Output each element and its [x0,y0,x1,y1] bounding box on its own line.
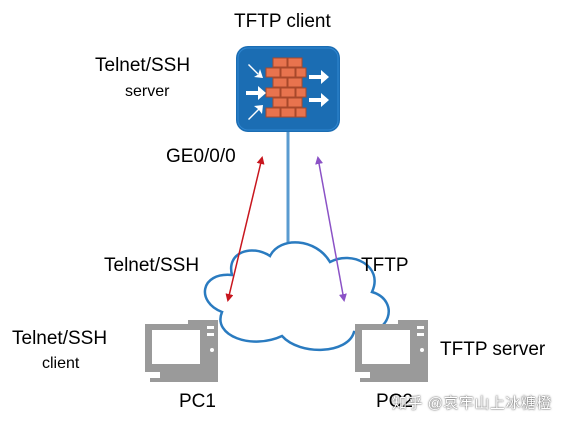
firewall-icon [236,46,340,132]
pc1-desktop-computer-icon [145,320,218,382]
telnet-ssh-arrow [225,156,265,302]
tftp-server-label: TFTP server [440,339,546,360]
interface-label: GE0/0/0 [166,146,236,167]
telnet-ssh-client-label-line2: client [42,355,80,372]
pc2-label: PC2 [376,391,413,412]
tftp-arrow [315,156,347,302]
tftp-link-label: TFTP [361,255,409,276]
telnet-ssh-client-label-line1: Telnet/SSH [12,328,108,349]
pc1-label: PC1 [179,391,216,412]
tftp-client-label: TFTP client [234,11,331,32]
telnet-ssh-link-label: Telnet/SSH [104,255,200,276]
telnet-ssh-server-label-line1: Telnet/SSH [95,55,191,76]
telnet-ssh-server-label-line2: server [125,83,170,100]
watermark: 知乎 @哀牢山上冰糖橙 [392,395,552,412]
pc2-desktop-computer-icon [355,320,428,382]
